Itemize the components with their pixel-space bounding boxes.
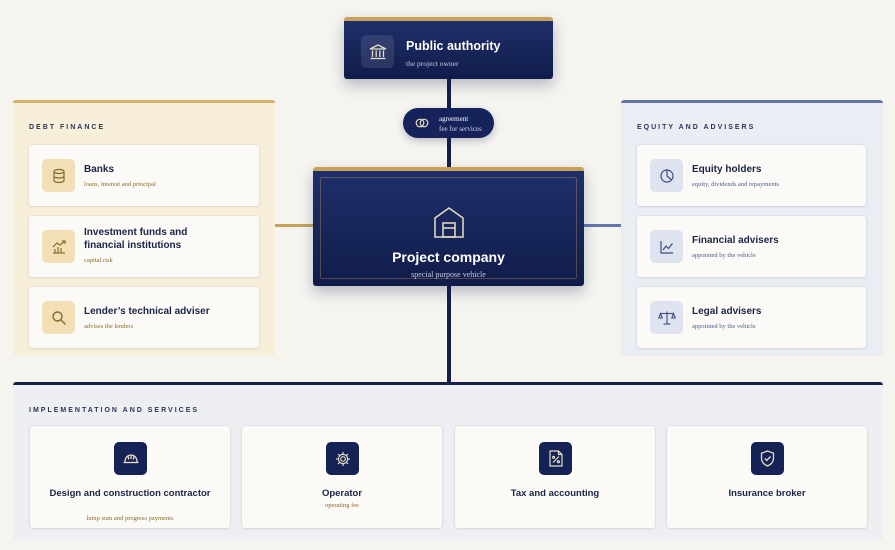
investment-funds-subtitle: capital risk	[84, 257, 113, 264]
financial-advisers-subtitle: appointed by the vehicle	[692, 252, 756, 259]
banks-card[interactable]: Banks loans, interest and principal	[29, 145, 259, 206]
connector-authority-agreement	[447, 79, 451, 109]
debt-finance-panel: DEBT FINANCE Banks loans, interest and p…	[13, 100, 275, 356]
growth-chart-icon	[42, 230, 75, 263]
implementation-services-panel: IMPLEMENTATION AND SERVICES Design and c…	[13, 382, 883, 540]
magnifier-icon	[42, 301, 75, 334]
equity-holders-title: Equity holders	[692, 164, 762, 175]
line-chart-icon	[650, 230, 683, 263]
design-construction-title: Design and construction contractor	[49, 488, 211, 499]
database-icon	[42, 159, 75, 192]
connector-company-implementation	[447, 285, 451, 383]
operator-card[interactable]: Operator operating fee	[242, 426, 442, 528]
agreement-pill[interactable]: agreement fee for services	[403, 108, 494, 138]
operator-subtitle: operating fee	[324, 502, 360, 509]
design-construction-card[interactable]: Design and construction contractor lump …	[30, 426, 230, 528]
investment-funds-card[interactable]: Investment funds and financial instituti…	[29, 216, 259, 277]
pie-chart-icon	[650, 159, 683, 192]
financial-advisers-title: Financial advisers	[692, 235, 779, 246]
bank-building-icon	[361, 35, 394, 68]
financial-advisers-card[interactable]: Financial advisers appointed by the vehi…	[637, 216, 866, 277]
design-construction-subtitle: lump sum and progress payments	[86, 515, 174, 522]
lenders-adviser-subtitle: advises the lenders	[84, 323, 134, 330]
investment-funds-title: Investment funds and financial instituti…	[84, 227, 188, 251]
shield-check-icon	[751, 442, 784, 475]
hard-hat-icon	[114, 442, 147, 475]
connector-agreement-company	[447, 137, 451, 168]
project-company-subtitle: special purpose vehicle	[411, 270, 486, 279]
scales-icon	[650, 301, 683, 334]
lenders-adviser-card[interactable]: Lender’s technical adviser advises the l…	[29, 287, 259, 348]
operator-title: Operator	[321, 488, 363, 499]
public-authority-subtitle: the project owner	[406, 59, 459, 68]
legal-advisers-card[interactable]: Legal advisers appointed by the vehicle	[637, 287, 866, 348]
public-authority-title: Public authority	[406, 39, 501, 53]
banks-title: Banks	[84, 164, 115, 175]
agreement-label: agreement	[439, 115, 469, 123]
implementation-services-label: IMPLEMENTATION AND SERVICES	[29, 407, 200, 414]
legal-advisers-title: Legal advisers	[692, 306, 762, 317]
equity-advisers-label: EQUITY AND ADVISERS	[637, 124, 756, 131]
linked-rings-icon	[415, 118, 429, 128]
insurance-broker-title: Insurance broker	[728, 488, 806, 499]
public-authority-node[interactable]: Public authority the project owner	[344, 17, 553, 79]
legal-advisers-subtitle: appointed by the vehicle	[692, 323, 756, 330]
gear-icon	[326, 442, 359, 475]
debt-finance-label: DEBT FINANCE	[29, 124, 106, 131]
tax-accounting-card[interactable]: Tax and accounting	[455, 426, 655, 528]
warehouse-icon	[434, 207, 464, 238]
connector-debt-company	[275, 224, 314, 227]
connector-company-equity	[584, 224, 622, 227]
lenders-adviser-title: Lender’s technical adviser	[84, 306, 210, 317]
project-company-title: Project company	[392, 249, 505, 265]
project-company-inner-frame	[320, 177, 577, 279]
tax-accounting-title: Tax and accounting	[510, 488, 600, 499]
equity-holders-subtitle: equity, dividends and repayments	[692, 181, 779, 188]
equity-holders-card[interactable]: Equity holders equity, dividends and rep…	[637, 145, 866, 206]
agreement-fee-label: fee for services	[439, 125, 482, 133]
tax-document-icon	[539, 442, 572, 475]
insurance-broker-card[interactable]: Insurance broker	[667, 426, 867, 528]
banks-subtitle: loans, interest and principal	[84, 181, 156, 188]
project-company-node[interactable]: Project company special purpose vehicle	[313, 167, 584, 286]
equity-advisers-panel: EQUITY AND ADVISERS Equity holders equit…	[621, 100, 883, 356]
